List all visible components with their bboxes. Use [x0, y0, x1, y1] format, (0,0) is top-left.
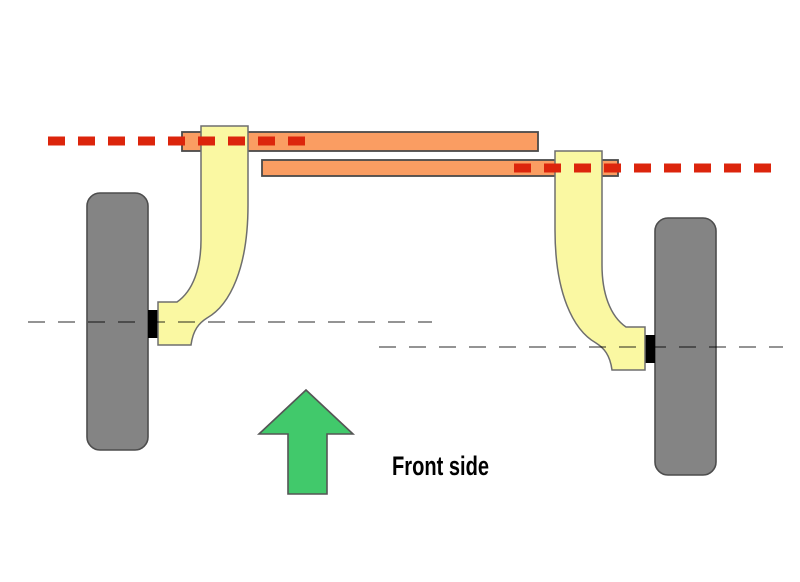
- right-trailing-arm: [554, 150, 646, 371]
- axle-assembly-right: [554, 150, 717, 476]
- front-side-label: Front side: [392, 451, 489, 481]
- left-hub: [148, 310, 159, 338]
- right-hub: [644, 335, 655, 363]
- left-trailing-arm: [157, 125, 249, 346]
- axle-assembly-left: [86, 125, 249, 451]
- front-direction-arrow-icon: [256, 388, 356, 495]
